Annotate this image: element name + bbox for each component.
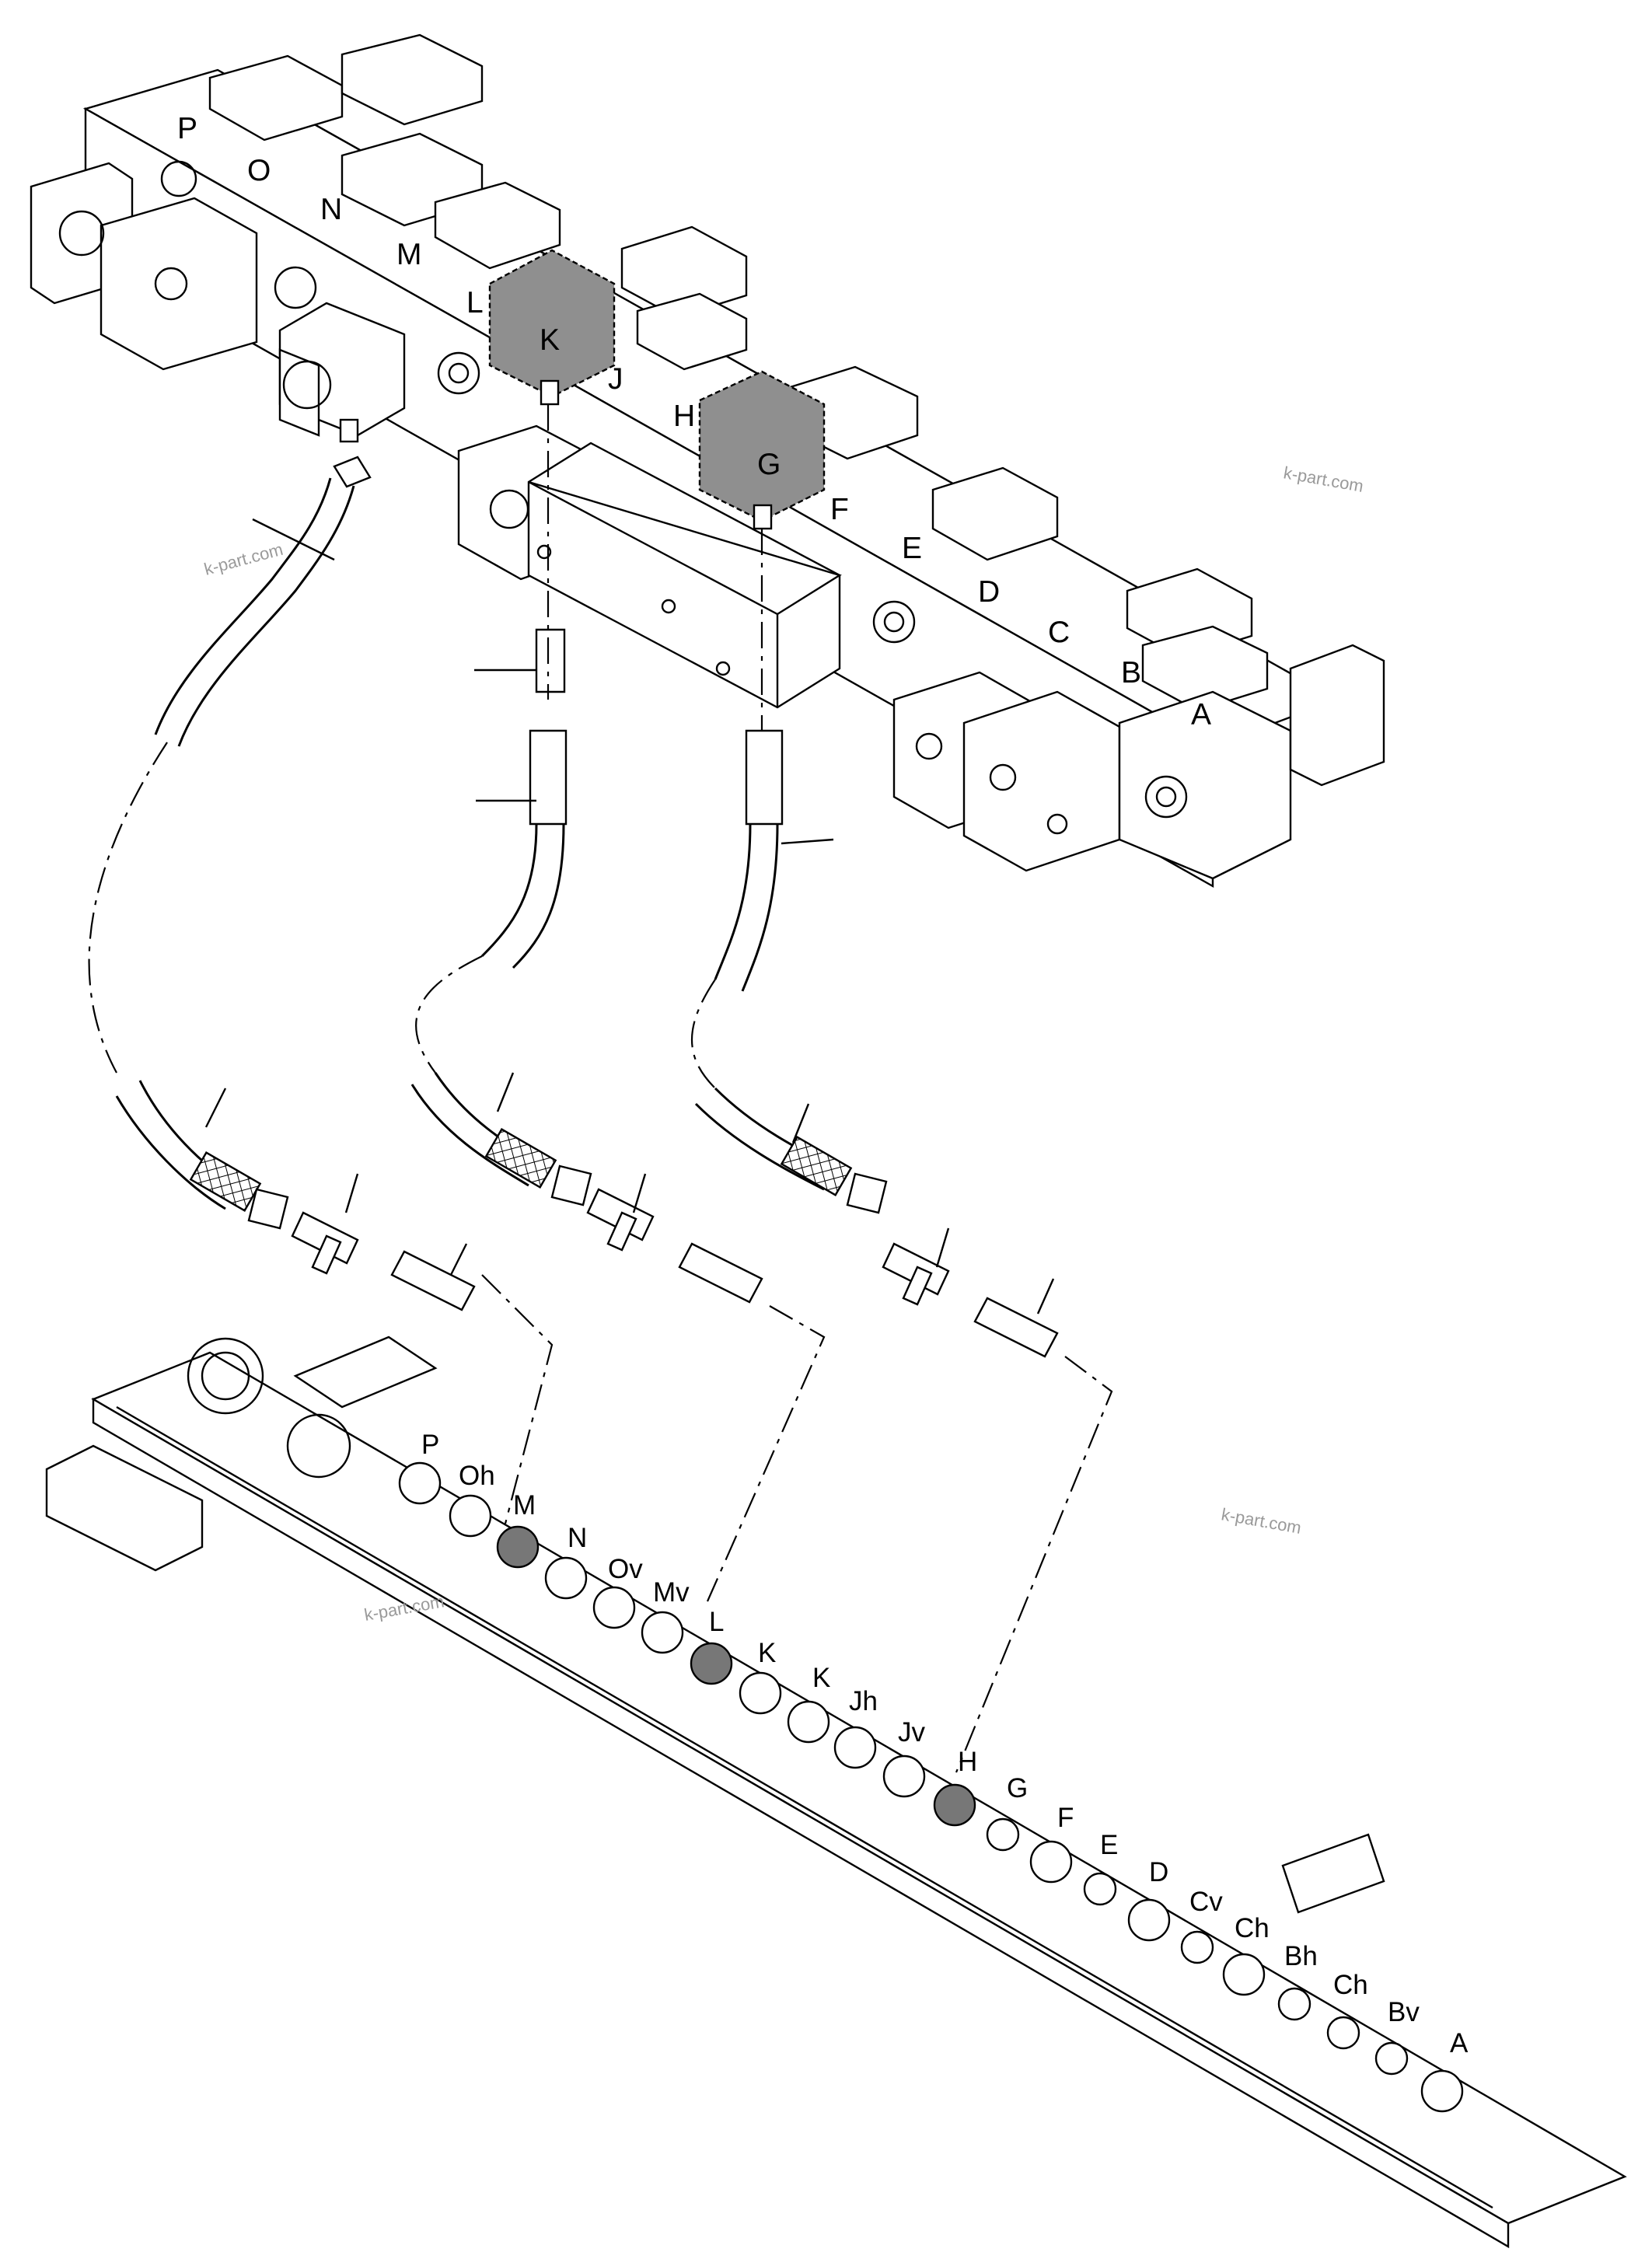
left-end-blocks (30, 160, 480, 395)
solenoid-motor (278, 302, 406, 443)
section-label: H (673, 400, 695, 433)
port-label: Jh (849, 1686, 878, 1716)
port-label: Bh (1284, 1941, 1318, 1971)
section-label: N (320, 193, 342, 226)
hose-left (88, 456, 372, 1230)
port-label: Oh (459, 1461, 495, 1491)
section-label: A (1191, 698, 1211, 731)
valve-section-labels: P O N M L K J H G F E D C B A (177, 112, 1211, 731)
plate-mount-right (1281, 1833, 1385, 1914)
port-label: L (709, 1607, 724, 1637)
watermark: k-part.com (1282, 463, 1365, 496)
watermark: k-part.com (202, 539, 285, 579)
bar-top-caps (208, 33, 1269, 712)
section-label: F (830, 493, 849, 526)
port-label: G (1007, 1773, 1028, 1803)
port-label: Ch (1235, 1913, 1270, 1943)
fitting-g-port (753, 504, 773, 530)
section-label: E (902, 532, 922, 565)
section-label: G (757, 448, 781, 481)
port-label: N (568, 1523, 587, 1553)
port-l-highlight (690, 1642, 733, 1685)
section-label: P (177, 112, 197, 145)
watermark: k-part.com (1220, 1504, 1303, 1538)
fitting-k-port (540, 379, 560, 406)
port-holes (398, 1461, 1464, 2113)
quick-couplers (291, 1188, 1059, 1358)
port-label: Cv (1189, 1887, 1223, 1917)
port-label: F (1057, 1803, 1074, 1833)
port-label: P (421, 1430, 439, 1460)
section-label: J (608, 362, 623, 396)
port-label: Ch (1333, 1970, 1368, 2000)
connection-dashes (481, 404, 1113, 1773)
highlighted-section-g (698, 370, 826, 522)
port-h-highlight (933, 1783, 976, 1827)
port-label: Ov (608, 1554, 643, 1584)
section-label: L (466, 286, 484, 319)
port-label: E (1100, 1830, 1118, 1860)
port-label: A (1450, 2028, 1469, 2058)
hose-right (691, 729, 888, 1214)
section-label: K (540, 323, 560, 357)
port-label: H (958, 1747, 977, 1777)
section-label: M (396, 238, 422, 271)
port-labels: P Oh M N Ov Mv L K K Jh Jv H G F E D Cv … (421, 1430, 1469, 2058)
hose-middle (410, 628, 592, 1206)
port-plate-top (91, 1351, 1627, 2225)
highlighted-section-k (488, 249, 616, 398)
port-label: D (1149, 1857, 1168, 1887)
section-label: C (1048, 616, 1070, 649)
port-plate-edge (92, 1397, 1510, 2249)
port-plate-assembly (45, 1335, 1627, 2249)
port-m-highlight (496, 1525, 540, 1569)
port-label: M (513, 1490, 536, 1521)
section-label: D (978, 575, 1000, 609)
right-end-blocks (872, 600, 1385, 880)
section-label: B (1121, 656, 1141, 690)
port-label: Mv (653, 1577, 690, 1608)
port-label: Jv (898, 1717, 926, 1747)
port-label: K (758, 1638, 776, 1668)
plate-mount-left (45, 1444, 204, 1572)
port-label: K (812, 1663, 830, 1693)
callout-leaders (204, 518, 1055, 1315)
valve-block-assembly (30, 33, 1385, 889)
port-label: Bv (1388, 1997, 1420, 2027)
section-label: O (247, 154, 271, 187)
